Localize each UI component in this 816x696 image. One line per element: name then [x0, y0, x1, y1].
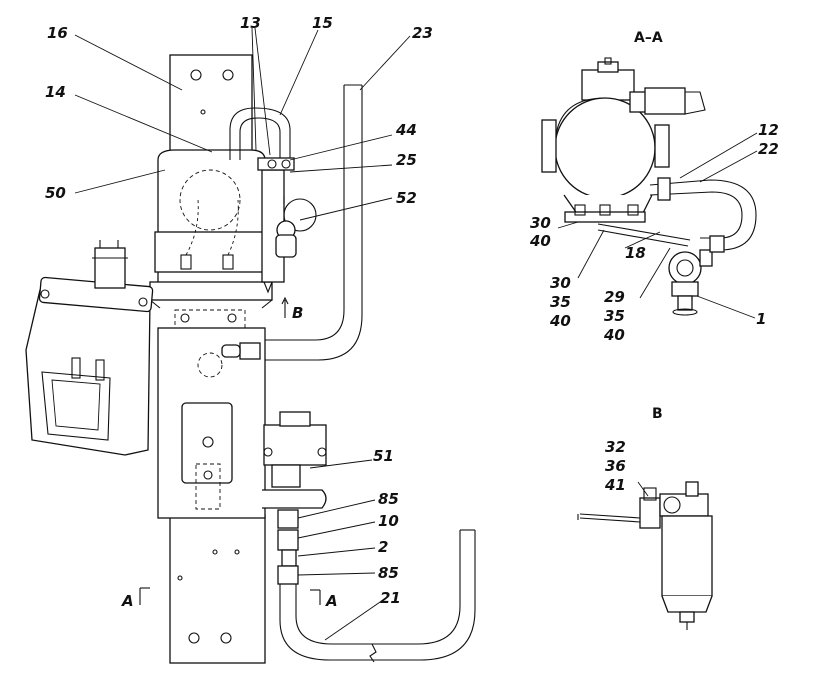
label-85-lower: 85	[378, 564, 399, 582]
pipe-18	[597, 223, 691, 247]
label-12: 12	[758, 121, 779, 139]
label-30-upper: 30	[530, 214, 551, 232]
main-view: 16 13 15 23 14 44 25 50 52 B 51 85 10 2 …	[25, 14, 476, 664]
fitting-stack	[277, 509, 299, 585]
label-21: 21	[380, 589, 401, 607]
label-view-b-arrow: B	[292, 304, 303, 322]
label-23: 23	[412, 24, 433, 42]
label-51: 51	[373, 447, 394, 465]
label-30-lower: 30	[550, 274, 571, 292]
pipe-21	[279, 529, 476, 663]
label-1: 1	[756, 310, 766, 328]
label-32: 32	[605, 438, 626, 456]
label-section-a-left: A	[121, 592, 134, 610]
label-18: 18	[625, 244, 646, 262]
section-aa-view: A–A	[529, 30, 779, 344]
label-35-right: 35	[604, 307, 625, 325]
label-14: 14	[45, 83, 66, 101]
label-40-upper: 40	[529, 232, 551, 250]
pipe-23	[262, 84, 363, 361]
label-36: 36	[605, 457, 626, 475]
label-section-a-right: A	[325, 592, 338, 610]
hose-22	[649, 177, 757, 251]
label-35-lower: 35	[550, 293, 571, 311]
label-29: 29	[604, 288, 625, 306]
label-2: 2	[378, 538, 388, 556]
view-arrow-icon	[281, 296, 289, 318]
label-85-upper: 85	[378, 490, 399, 508]
label-22: 22	[758, 140, 779, 158]
label-40-right: 40	[603, 326, 625, 344]
outlet-fitting	[221, 342, 261, 360]
leader-lines	[74, 27, 411, 641]
label-40-lower: 40	[549, 312, 571, 330]
view-b-leaders	[637, 481, 649, 497]
section-aa-valve	[668, 235, 725, 316]
label-50: 50	[45, 184, 66, 202]
filter-head	[149, 149, 273, 329]
label-44: 44	[395, 121, 417, 139]
label-15: 15	[312, 14, 333, 32]
section-marker-right	[310, 589, 321, 605]
section-marker-left	[139, 587, 150, 605]
label-25: 25	[396, 151, 417, 169]
lower-valve	[262, 411, 327, 509]
bracket-plate	[169, 54, 266, 664]
label-13: 13	[240, 14, 261, 32]
view-b: B 32 36 41	[577, 406, 713, 630]
hinged-cover	[25, 240, 154, 456]
section-aa-title: A–A	[634, 30, 663, 46]
filter-bowl	[157, 327, 266, 519]
section-aa-body	[541, 57, 706, 223]
label-10: 10	[378, 512, 399, 530]
section-aa-leaders	[557, 132, 758, 319]
valve-assembly	[257, 157, 317, 294]
view-b-filter	[577, 481, 713, 630]
view-b-title: B	[652, 406, 663, 422]
label-16: 16	[47, 24, 68, 42]
label-41: 41	[604, 476, 626, 494]
label-52: 52	[396, 189, 417, 207]
